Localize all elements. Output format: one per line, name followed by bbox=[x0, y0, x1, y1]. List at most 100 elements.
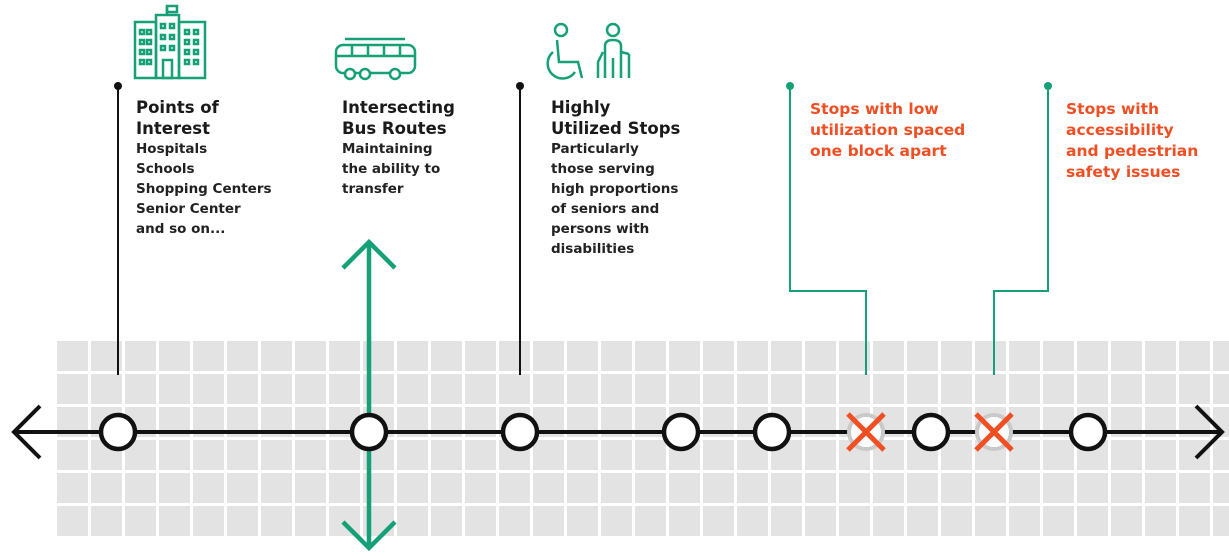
leader-lines bbox=[114, 82, 1052, 375]
city-block bbox=[227, 374, 258, 404]
city-block bbox=[635, 374, 666, 404]
poi-body-line-1: Hospitals bbox=[136, 141, 208, 157]
city-block bbox=[1009, 473, 1040, 503]
city-block bbox=[1077, 506, 1108, 536]
city-block bbox=[737, 473, 768, 503]
city-block bbox=[397, 506, 428, 536]
city-block bbox=[261, 374, 292, 404]
city-block bbox=[397, 440, 428, 470]
city-block bbox=[635, 506, 666, 536]
bus-stops bbox=[98, 412, 1108, 452]
city-block bbox=[227, 506, 258, 536]
city-block bbox=[737, 374, 768, 404]
city-block bbox=[635, 473, 666, 503]
city-block bbox=[1111, 506, 1142, 536]
city-block bbox=[533, 440, 564, 470]
city-block bbox=[941, 374, 972, 404]
city-block bbox=[1111, 473, 1142, 503]
city-block bbox=[57, 506, 88, 536]
city-block bbox=[397, 473, 428, 503]
wheelchair-user-icon bbox=[546, 22, 584, 80]
city-block bbox=[431, 473, 462, 503]
city-block bbox=[397, 374, 428, 404]
city-block bbox=[57, 374, 88, 404]
city-block bbox=[907, 506, 938, 536]
city-block bbox=[261, 440, 292, 470]
city-block bbox=[533, 374, 564, 404]
utilized-body-line-2: those serving bbox=[551, 161, 655, 177]
city-block bbox=[873, 473, 904, 503]
city-block bbox=[975, 374, 1006, 404]
city-block bbox=[873, 506, 904, 536]
low-title-line-1: Stops with low bbox=[810, 100, 939, 118]
city-block bbox=[1179, 440, 1210, 470]
city-block bbox=[431, 341, 462, 371]
city-block bbox=[1179, 341, 1210, 371]
bus-stop-kept bbox=[661, 412, 701, 452]
city-block bbox=[465, 374, 496, 404]
city-block bbox=[941, 440, 972, 470]
bus-stop-kept bbox=[349, 412, 389, 452]
city-block bbox=[1213, 506, 1229, 536]
bus-stop-kept bbox=[911, 412, 951, 452]
city-block bbox=[1213, 374, 1229, 404]
poi-title-line-1: Points of bbox=[136, 98, 219, 117]
city-block bbox=[771, 473, 802, 503]
poi-title-line-2: Interest bbox=[136, 119, 211, 138]
city-block bbox=[1145, 440, 1176, 470]
city-block bbox=[193, 341, 224, 371]
city-block bbox=[499, 473, 530, 503]
city-block bbox=[159, 374, 190, 404]
city-block bbox=[159, 440, 190, 470]
city-block bbox=[1077, 341, 1108, 371]
city-block bbox=[1179, 374, 1210, 404]
city-block bbox=[805, 473, 836, 503]
city-block bbox=[1213, 341, 1229, 371]
city-block bbox=[227, 341, 258, 371]
city-block bbox=[329, 473, 360, 503]
city-block bbox=[975, 341, 1006, 371]
city-block bbox=[703, 374, 734, 404]
city-block bbox=[159, 473, 190, 503]
city-block bbox=[1213, 473, 1229, 503]
city-block bbox=[601, 440, 632, 470]
city-block bbox=[873, 341, 904, 371]
utilized-body-line-4: of seniors and bbox=[551, 201, 660, 217]
city-block bbox=[499, 374, 530, 404]
city-block bbox=[57, 440, 88, 470]
city-block bbox=[567, 341, 598, 371]
city-block bbox=[601, 374, 632, 404]
city-block bbox=[839, 374, 870, 404]
city-block bbox=[91, 341, 122, 371]
city-block bbox=[125, 506, 156, 536]
city-block bbox=[805, 374, 836, 404]
city-block bbox=[941, 473, 972, 503]
city-block bbox=[1043, 440, 1074, 470]
city-block bbox=[669, 506, 700, 536]
city-block bbox=[57, 473, 88, 503]
right-arrowhead bbox=[1194, 404, 1225, 460]
city-block bbox=[975, 473, 1006, 503]
access-title-line-4: safety issues bbox=[1066, 163, 1181, 181]
building-icon bbox=[133, 4, 207, 80]
access-title-line-3: and pedestrian bbox=[1066, 142, 1199, 160]
city-block bbox=[227, 473, 258, 503]
poi-body-line-3: Shopping Centers bbox=[136, 181, 272, 197]
city-block bbox=[703, 506, 734, 536]
bus-stop-kept bbox=[752, 412, 792, 452]
city-block bbox=[907, 341, 938, 371]
access-title-line-2: accessibility bbox=[1066, 121, 1174, 139]
city-block bbox=[1111, 374, 1142, 404]
city-block bbox=[669, 374, 700, 404]
city-block bbox=[601, 473, 632, 503]
highly-utilized-stops-label: Highly Utilized Stops Particularly those… bbox=[551, 97, 680, 259]
city-block bbox=[533, 473, 564, 503]
city-block bbox=[125, 341, 156, 371]
city-block bbox=[91, 374, 122, 404]
city-block bbox=[1111, 341, 1142, 371]
city-block bbox=[57, 341, 88, 371]
city-block bbox=[159, 506, 190, 536]
city-block bbox=[397, 341, 428, 371]
city-block bbox=[1043, 341, 1074, 371]
